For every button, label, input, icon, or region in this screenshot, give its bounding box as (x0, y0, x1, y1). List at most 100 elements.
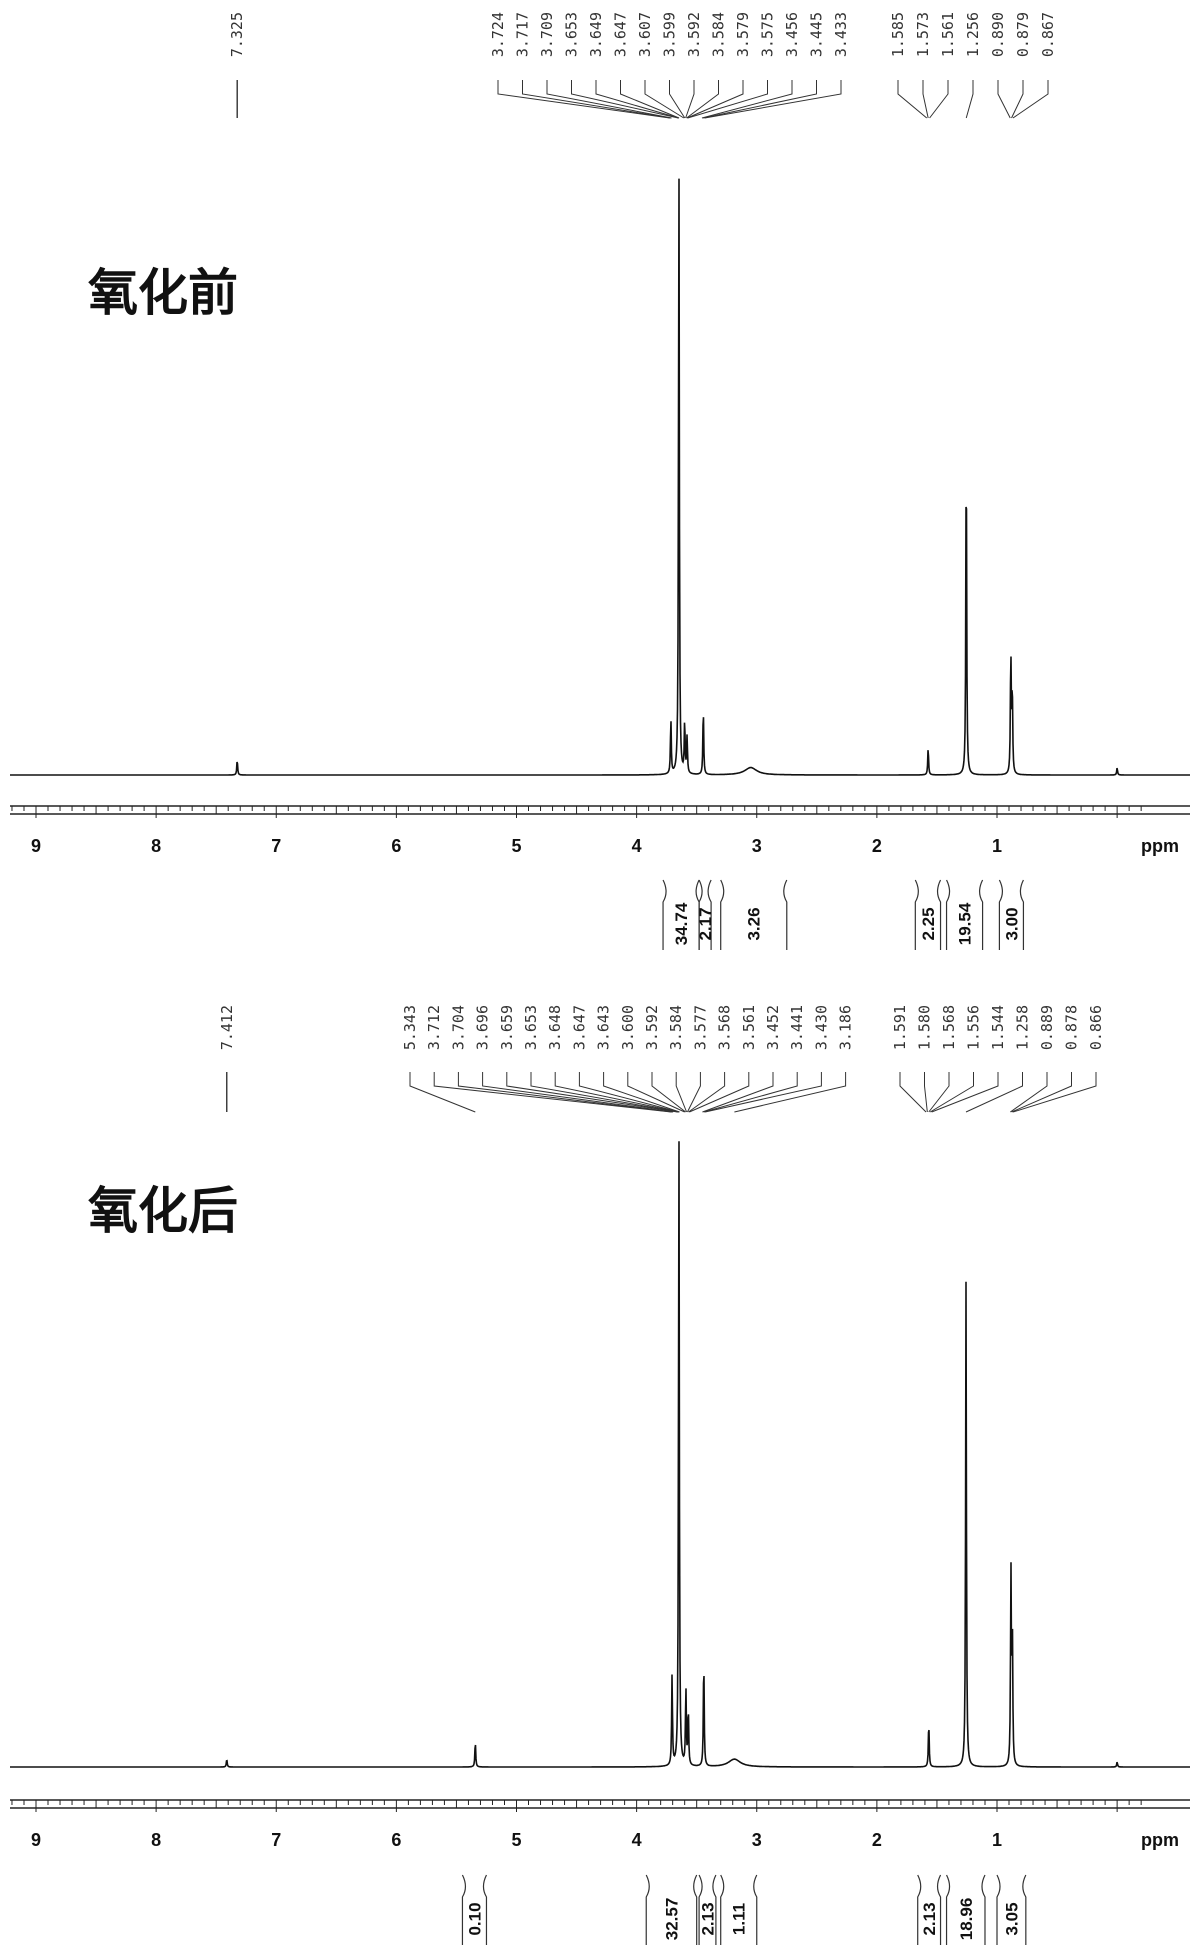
group-a-leader (482, 1072, 674, 1113)
axis-unit-label: ppm (1141, 1830, 1179, 1850)
integral-bracket (461, 1874, 467, 1945)
peak-label: 1.256 (964, 12, 982, 57)
peak-label: 3.607 (636, 12, 654, 57)
peak-label: 3.579 (734, 12, 752, 57)
axis-tick-label: 4 (632, 1830, 642, 1850)
group-b-leader (929, 1072, 974, 1113)
peak-label: 3.575 (759, 12, 777, 57)
peak-label: 3.584 (667, 1005, 685, 1050)
axis-tick-label: 7 (271, 1830, 281, 1850)
peak-label: 1.585 (889, 12, 907, 57)
group-b-leader (965, 80, 974, 119)
integral-bracket (698, 1874, 703, 1945)
peak-label: 1.573 (914, 12, 932, 57)
group-a-leader (669, 80, 686, 119)
integral-bracket (996, 1874, 1001, 1945)
group-a-leader (686, 1072, 701, 1113)
integral-bracket (945, 879, 951, 950)
integral-bracket (998, 879, 1004, 950)
peak-label: 3.712 (425, 1005, 443, 1050)
integral-bracket (720, 1874, 725, 1945)
integral-value: 2.17 (696, 907, 715, 940)
peak-label: 1.544 (989, 1005, 1007, 1050)
group-b-leader (929, 80, 949, 119)
peak-label: 1.568 (940, 1005, 958, 1050)
group-a-leader (702, 1072, 774, 1113)
peak-label: 7.412 (218, 1005, 236, 1050)
integral-bracket (1022, 1874, 1027, 1945)
integral-bracket (981, 1874, 986, 1945)
group-b-leader (965, 1072, 1023, 1113)
group-a-leader (409, 1072, 476, 1113)
group-a-leader (688, 1072, 726, 1113)
group-a-leader (687, 80, 768, 119)
group-a-leader (651, 1072, 686, 1113)
peak-label: 3.659 (498, 1005, 516, 1050)
group-b-leader (1012, 80, 1049, 119)
group-a-leader (703, 1072, 798, 1113)
axis-tick-label: 9 (31, 836, 41, 856)
integral-bracket (753, 1874, 758, 1945)
axis-tick-label: 7 (271, 836, 281, 856)
axis-tick-label: 2 (872, 1830, 882, 1850)
peak-label: 3.561 (740, 1005, 758, 1050)
peak-label: 1.580 (916, 1005, 934, 1050)
group-a-leader (703, 80, 817, 119)
integral-value: 18.96 (957, 1898, 976, 1941)
panel-title: 氧化后 (88, 1182, 238, 1240)
axis-tick-label: 4 (632, 836, 642, 856)
peak-label: 3.452 (764, 1005, 782, 1050)
axis-tick-label: 6 (391, 836, 401, 856)
peak-label: 3.430 (812, 1005, 830, 1050)
group-b-leader (1011, 80, 1024, 119)
group-a-leader (595, 80, 679, 119)
integral-bracket (783, 879, 788, 950)
group-b-leader (1010, 1072, 1048, 1113)
axis-tick-label: 3 (752, 836, 762, 856)
peak-label: 3.653 (563, 12, 581, 57)
integral-bracket (936, 1874, 942, 1945)
group-a-leader (675, 1072, 688, 1113)
peak-label: 3.592 (643, 1005, 661, 1050)
integral-value: 3.26 (745, 907, 764, 940)
group-a-leader (603, 1072, 680, 1113)
group-a-leader (522, 80, 671, 119)
axis-tick-label: 8 (151, 836, 161, 856)
peak-label: 0.889 (1038, 1005, 1056, 1050)
group-a-leader (685, 80, 695, 119)
group-a-leader (457, 1072, 673, 1113)
group-a-leader (701, 80, 793, 119)
peak-label: 3.186 (837, 1005, 855, 1050)
axis-unit-label: ppm (1141, 836, 1179, 856)
peak-label: 3.648 (546, 1005, 564, 1050)
integral-bracket (693, 1874, 698, 1945)
group-a-leader (578, 1072, 680, 1113)
integral-bracket (645, 1874, 650, 1945)
peak-label: 3.653 (522, 1005, 540, 1050)
peak-label: 3.704 (449, 1005, 467, 1050)
group-a-leader (627, 1072, 685, 1113)
integral-bracket (978, 879, 984, 950)
peak-label: 1.556 (965, 1005, 983, 1050)
group-b-leader (1012, 1072, 1097, 1113)
peak-label: 3.600 (619, 1005, 637, 1050)
peak-label: 0.866 (1087, 1005, 1105, 1050)
group-a-leader (497, 80, 670, 119)
peak-label: 0.878 (1063, 1005, 1081, 1050)
peak-label: 0.890 (989, 12, 1007, 57)
peak-label: 5.343 (401, 1005, 419, 1050)
peak-label: 3.643 (595, 1005, 613, 1050)
axis-tick-label: 5 (511, 836, 521, 856)
peak-label: 1.258 (1014, 1005, 1032, 1050)
group-a-leader (734, 1072, 847, 1113)
peak-label: 3.696 (474, 1005, 492, 1050)
integral-value: 3.05 (1002, 1902, 1021, 1935)
integral-value: 34.74 (672, 902, 691, 945)
group-a-leader (644, 80, 685, 119)
peak-label: 3.441 (788, 1005, 806, 1050)
integral-value: 0.10 (465, 1902, 484, 1935)
integral-bracket (698, 879, 703, 950)
group-a-leader (530, 1072, 679, 1113)
